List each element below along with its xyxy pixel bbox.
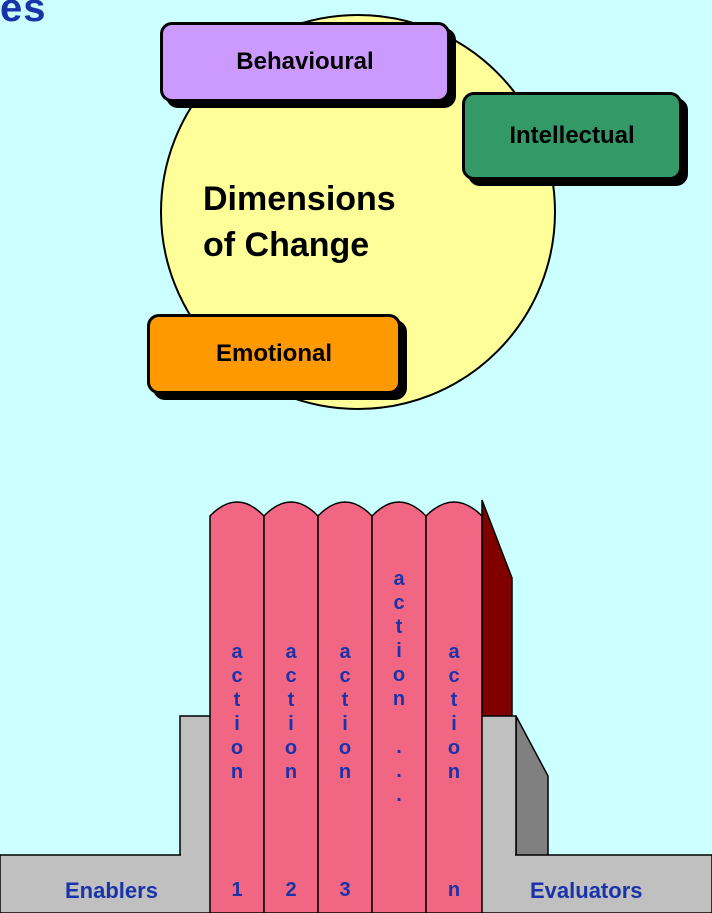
pillars [209, 501, 483, 913]
page-title-fragment: es [0, 0, 47, 30]
pillar-2-number: 2 [285, 879, 297, 901]
pillar-5 [425, 501, 483, 913]
dimensions-title-line2: of Change [203, 226, 370, 264]
pillar-3-number: 3 [339, 879, 351, 901]
dimensions-title-line1: Dimensions [203, 180, 396, 218]
dimensions-title: Dimensions of Change [203, 176, 396, 268]
intellectual-box: Intellectual [462, 92, 682, 180]
enablers-label: Enablers [65, 878, 158, 903]
behavioural-label: Behavioural [236, 48, 374, 75]
emotional-box: Emotional [147, 314, 401, 394]
pillar-1-number: 1 [231, 879, 243, 901]
evaluators-label: Evaluators [530, 878, 643, 903]
behavioural-box: Behavioural [160, 22, 450, 102]
emotional-label: Emotional [215, 340, 332, 367]
pillar-5-number: n [447, 879, 461, 901]
intellectual-label: Intellectual [509, 122, 635, 149]
